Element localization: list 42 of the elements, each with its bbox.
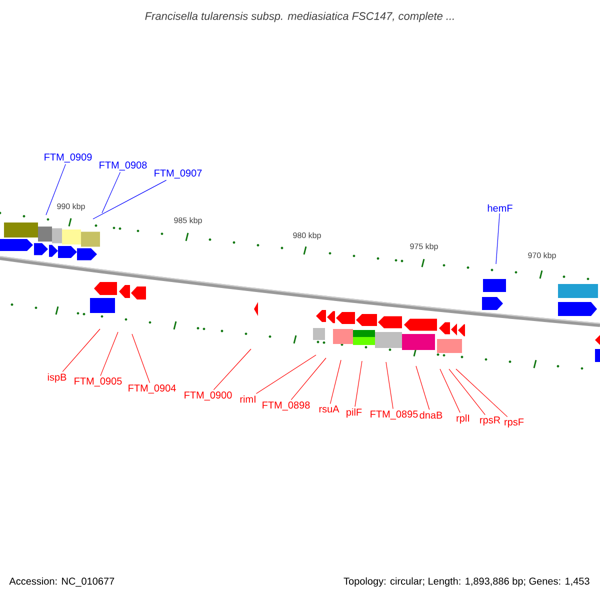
gene-label: FTM_0907 [154,170,202,178]
scale-label: 970 kbp [528,252,556,260]
leader-line [256,354,316,394]
gene-label: FTM_0905 [74,378,122,386]
leader-line [46,164,66,216]
title: Francisella tularensis subsp. mediasiatica FSC147, complete ... [145,12,454,22]
gene-label: rsuA [319,406,340,412]
gene-label: pilF [346,408,362,418]
gene-label: FTM_0904 [128,384,176,394]
leader-line [102,172,121,214]
leader-line [496,213,500,264]
leader-line [62,328,100,372]
gene-label: FTM_0898 [262,402,310,410]
gene-label: FTM_0895 [370,410,418,420]
leader-line [290,358,326,400]
leader-line [440,368,460,413]
scale-label: 975 kbp [410,243,438,251]
footer-text: Topology: circular; Length: 1,893,886 bp; Genes: 1,453 [344,577,590,587]
leader-line [448,368,486,416]
leader-line [100,332,118,376]
leader-line [330,360,342,404]
scale-label: 985 kbp [174,217,202,225]
gene-label: rplI [456,414,470,424]
gene-label: FTM_0908 [100,162,147,170]
leader-line [213,348,252,390]
leader-line [92,180,167,220]
scale-label: 980 kbp [293,232,321,240]
footer-text: Accession: NC_010677 [9,577,114,587]
leader-line [132,334,150,384]
gene-label: hemF [488,204,512,212]
leader-line [386,362,394,410]
gene-label: FTM_0909 [44,154,92,162]
gene-label: rpsR [480,416,500,426]
gene-label: rpsF [504,418,524,428]
leader-line [354,360,362,407]
gene-label: dnaB [420,411,442,419]
gene-label: rimI [240,395,256,403]
leader-line [416,366,430,410]
gene-label: ispB [48,373,66,383]
scale-label: 990 kbp [57,203,85,211]
leader-line [456,368,508,418]
gene-label: FTM_0900 [184,392,232,400]
